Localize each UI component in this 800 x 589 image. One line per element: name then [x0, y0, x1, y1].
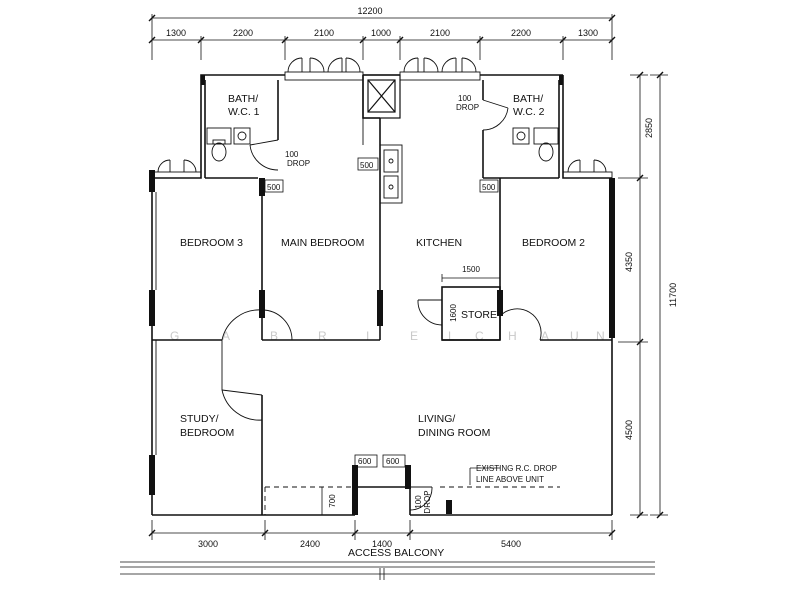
- watermark-letter: A: [222, 329, 232, 343]
- room-label-bath1: BATH/: [228, 93, 258, 105]
- inner-dimension-boxes: [264, 157, 501, 515]
- top-dimension: 1000: [371, 28, 391, 38]
- right-dimension: 4500: [624, 420, 634, 440]
- rc-drop-note: LINE ABOVE UNIT: [476, 475, 544, 484]
- wall-piers: [149, 75, 615, 515]
- inner-dim: 600: [358, 457, 372, 466]
- door-swings: [221, 99, 542, 511]
- watermark-letter: G: [170, 329, 181, 343]
- bath-fixtures: [206, 127, 559, 162]
- store-depth-dim: 1600: [449, 304, 458, 322]
- room-label-bath2: W.C. 2: [513, 106, 545, 118]
- rc-drop-line: [264, 486, 560, 515]
- rc-drop-note: EXISTING R.C. DROP: [476, 464, 557, 473]
- drop-label: DROP: [287, 159, 310, 168]
- recess-dim: 700: [328, 494, 337, 508]
- top-dimension: 2200: [511, 28, 531, 38]
- watermark-letter: B: [270, 329, 280, 343]
- top-dimension: 2100: [314, 28, 334, 38]
- room-label-main-bedroom: MAIN BEDROOM: [281, 237, 364, 249]
- access-balcony-rails: [120, 561, 655, 580]
- room-label-study: BEDROOM: [180, 427, 234, 439]
- bottom-dimension: 5400: [501, 539, 521, 549]
- top-dimension: 1300: [578, 28, 598, 38]
- bottom-dimension: 2400: [300, 539, 320, 549]
- door-drop-dim: 100: [414, 495, 423, 509]
- watermark-letter: H: [508, 329, 519, 343]
- watermark-letter: L: [448, 329, 457, 343]
- room-label-living: LIVING/: [418, 413, 455, 425]
- store-width-dim: 1500: [462, 265, 480, 274]
- inner-dim: 600: [386, 457, 400, 466]
- room-label-study: STUDY/: [180, 413, 219, 425]
- right-dimension: 2850: [644, 118, 654, 138]
- watermark-letter: I: [366, 329, 371, 343]
- inner-dim: 500: [360, 161, 374, 170]
- overall-width-dimension: 12200: [357, 6, 382, 16]
- room-label-bedroom3: BEDROOM 3: [180, 237, 243, 249]
- door-drop-label: DROP: [423, 490, 432, 513]
- inner-dim: 500: [482, 183, 496, 192]
- drop-dim: 100: [285, 150, 299, 159]
- room-label-bedroom2: BEDROOM 2: [522, 237, 585, 249]
- top-dimension: 2200: [233, 28, 253, 38]
- watermark-letter: N: [596, 329, 607, 343]
- room-label-bath1: W.C. 1: [228, 106, 260, 118]
- inner-dim: 500: [267, 183, 281, 192]
- access-balcony-label: ACCESS BALCONY: [348, 547, 444, 559]
- watermark-letter: E: [410, 329, 420, 343]
- watermark-letter: A: [541, 329, 551, 343]
- drop-dim: 100: [458, 94, 472, 103]
- watermark-letter: C: [475, 329, 486, 343]
- kitchen-sink: [379, 144, 403, 204]
- bottom-dimension: 3000: [198, 539, 218, 549]
- bottom-dimension: 1400: [372, 539, 392, 549]
- overall-depth-dimension: 11700: [668, 283, 678, 307]
- room-label-bath2: BATH/: [513, 93, 543, 105]
- watermark: G A B R I E L C H A U N: [170, 329, 607, 343]
- service-shaft: [362, 74, 401, 119]
- watermark-letter: U: [570, 329, 581, 343]
- dimension-ticks: [148, 14, 664, 537]
- room-label-kitchen: KITCHEN: [416, 237, 462, 249]
- top-dimension: 2100: [430, 28, 450, 38]
- drop-label: DROP: [456, 103, 479, 112]
- watermark-letter: R: [318, 329, 329, 343]
- room-label-store: STORE: [461, 309, 497, 321]
- top-dimension: 1300: [166, 28, 186, 38]
- right-dimension: 4350: [624, 252, 634, 272]
- room-label-living: DINING ROOM: [418, 427, 490, 439]
